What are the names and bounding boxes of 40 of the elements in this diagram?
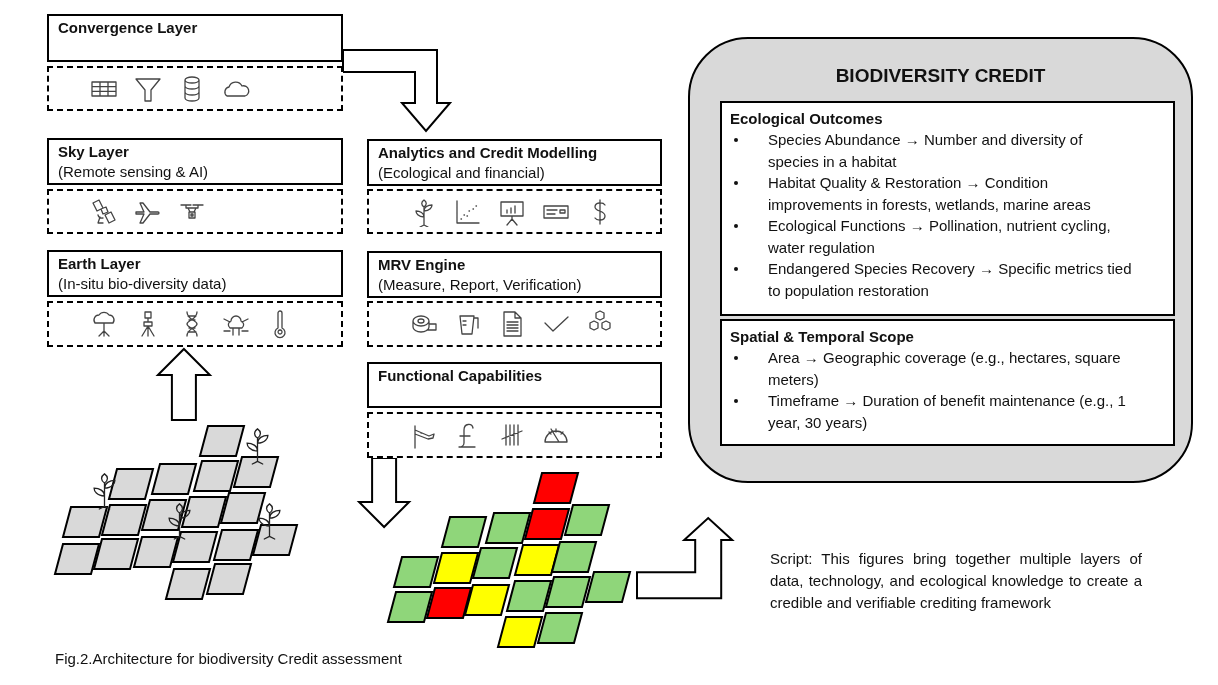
icon-panel (47, 189, 343, 234)
block-arrow (342, 49, 453, 133)
block-arrow (356, 457, 412, 529)
layer-box (367, 251, 662, 298)
bullet-text: Area → Geographic coverage (e.g., hectares, square meters) (768, 349, 1121, 388)
block-arrow (155, 347, 213, 421)
box-title: Functional Capabilities (378, 366, 544, 386)
box-subtitle: (Measure, Report, Verification) (378, 275, 583, 295)
icon-panel (367, 301, 662, 347)
note-text: Script: This figures bring together multiple layers of data, technology, and ecological knowledge to create a credible and verifiable crediting framework (770, 549, 1142, 613)
icon-panel (47, 66, 343, 111)
box-title: Earth Layer (58, 254, 142, 274)
box-subtitle: (Ecological and financial) (378, 163, 546, 183)
layer-box (367, 139, 662, 186)
bullet-text: Ecological Functions → Pollination, nutrient cycling, water regulation (768, 217, 1111, 256)
text-box (720, 101, 1175, 316)
figure-caption: Fig.2.Architecture for biodiversity Credit assessment (55, 650, 402, 667)
icon-panel (367, 412, 662, 458)
layer-box (367, 362, 662, 408)
bullet-text: Species Abundance → Number and diversity of species in a habitat (768, 131, 1083, 170)
bullet-text: Timeframe → Duration of benefit maintenance (e.g., 1 year, 30 years) (768, 392, 1126, 431)
box-title: MRV Engine (378, 255, 467, 275)
box-title: Ecological Outcomes (730, 109, 884, 129)
block-arrow (636, 516, 735, 600)
layer-box (47, 14, 343, 62)
text-box (720, 319, 1175, 446)
box-title: Analytics and Credit Modelling (378, 143, 599, 163)
box-title: Spatial & Temporal Scope (730, 327, 915, 347)
icon-panel (47, 301, 343, 347)
box-title: Convergence Layer (58, 18, 199, 38)
panel-heading: BIODIVERSITY CREDIT (834, 65, 1047, 87)
icon-panel (367, 189, 662, 234)
box-title: Sky Layer (58, 142, 130, 162)
layer-box (47, 138, 343, 185)
box-subtitle: (In-situ bio-diversity data) (58, 274, 228, 294)
box-subtitle: (Remote sensing & AI) (58, 162, 210, 182)
layer-box (47, 250, 343, 297)
bullet-text: Habitat Quality & Restoration → Condition improvements in forests, wetlands, marine areas (768, 174, 1091, 213)
bullet-text: Endangered Species Recovery → Specific metrics tied to population restoration (768, 260, 1132, 299)
rounded-panel (688, 37, 1193, 483)
